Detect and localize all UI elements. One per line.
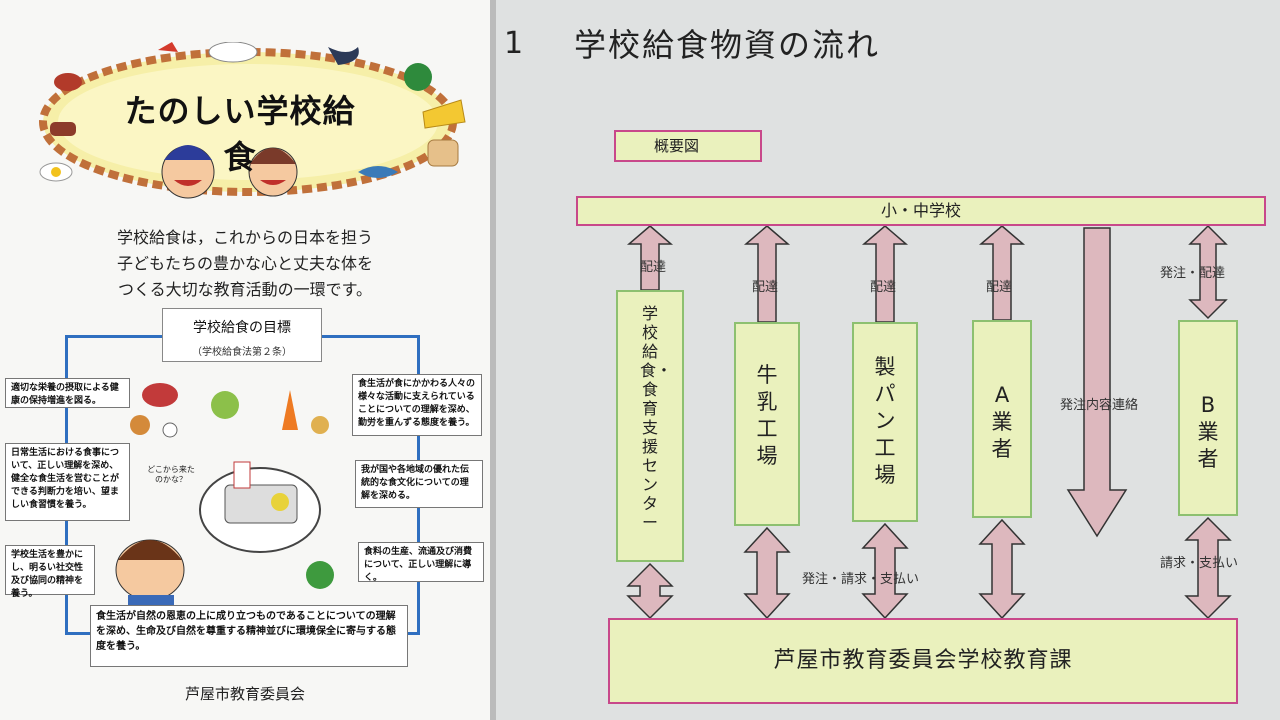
label-delivery-center: 配達 (640, 260, 667, 275)
page-gutter (490, 0, 496, 720)
bakery-label: 製パン工場 (874, 355, 896, 487)
thought-bubble-text: どこから来たのかな？ (147, 465, 195, 484)
goal-box: 我が国や各地域の優れた伝統的な食文化についての理解を深める。 (355, 460, 483, 508)
goal-box: 食生活が自然の恩恵の上に成り立つものであることについての理解を深め、生命及び自然… (90, 605, 408, 667)
arrow-up-bread (861, 225, 909, 323)
section-title: 学校給食物資の流れ (574, 26, 881, 64)
arrow-both-center (626, 562, 674, 620)
goal-box: 学校生活を豊かにし、明るい社交性及び協同の精神を養う。 (5, 545, 95, 599)
vendor-a-box: A業者 (972, 320, 1032, 518)
flow-arrows (626, 224, 1232, 620)
label-order-contact: 発注内容連絡 (1060, 398, 1139, 413)
goals-heading-box: 学校給食の目標 （学校給食法第２条） (162, 308, 322, 362)
label-order-delivery-b: 発注・配達 (1160, 266, 1226, 281)
arrow-both-milk (743, 526, 791, 620)
goal-box: 適切な栄養の摂取による健康の保持増進を図る。 (5, 378, 130, 408)
arrow-up-vendor-a (978, 225, 1026, 321)
goal-box: 食生活が食にかかわる人々の様々な活動に支えられていることについての理解を深め、勤… (352, 374, 482, 436)
goal-box: 食料の生産、流通及び消費について、正しい理解に導く。 (358, 542, 484, 583)
board-of-education-box: 芦屋市教育委員会学校教育課 (608, 618, 1238, 704)
vendor-b-label: B業者 (1197, 393, 1219, 471)
pamphlet-page: たのしい学校給食 学校給食は，これからの日本を担う 子どもたちの豊かな心と丈夫な… (0, 0, 490, 720)
bakery-box: 製パン工場 (852, 322, 918, 522)
arrow-down-order-contact (1066, 227, 1128, 538)
goal-box: 日常生活における食事について、正しい理解を深め、健全な食生活を営むことができる判… (5, 443, 130, 521)
intro-line: 子どもたちの豊かな心と丈夫な体を (116, 254, 373, 273)
center-label: 学校給食・食育支援センター (640, 304, 673, 532)
food-icons (39, 42, 466, 182)
milk-factory-label: 牛乳工場 (756, 363, 778, 468)
goals-title: 学校給食の目標 (193, 320, 291, 336)
milk-factory-box: 牛乳工場 (734, 322, 800, 526)
vendor-b-box: B業者 (1178, 320, 1238, 516)
intro-line: つくる大切な教育活動の一環です。 (117, 280, 373, 299)
label-order-bill-pay: 発注・請求・支払い (802, 572, 920, 587)
label-bill-pay-b: 請求・支払い (1160, 556, 1239, 571)
food-wreath-illustration (39, 42, 466, 199)
goals-subtitle: （学校給食法第２条） (192, 347, 292, 358)
pamphlet-publisher: 芦屋市教育委員会 (184, 685, 305, 703)
pamphlet-title: たのしい学校給食 (124, 92, 356, 176)
label-delivery-vendor-a: 配達 (986, 280, 1013, 295)
arrow-up-milk (743, 225, 791, 323)
children-illustration (161, 145, 298, 199)
meal-illustration (115, 383, 334, 605)
vendor-a-label: A業者 (991, 383, 1013, 461)
overview-label: 概要図 (614, 130, 762, 162)
school-box: 小・中学校 (576, 196, 1266, 226)
section-number: 1 (504, 26, 524, 61)
center-box: 学校給食・食育支援センター (616, 290, 684, 562)
label-delivery-bread: 配達 (870, 280, 897, 295)
arrow-both-vendor-a (978, 518, 1026, 620)
arrow-both-vendor-b-top (1188, 224, 1228, 320)
intro-line: 学校給食は，これからの日本を担う (116, 228, 373, 247)
flow-diagram-page: 1 学校給食物資の流れ 概要図 小・中学校 芦 (496, 0, 1280, 720)
label-delivery-milk: 配達 (752, 280, 779, 295)
